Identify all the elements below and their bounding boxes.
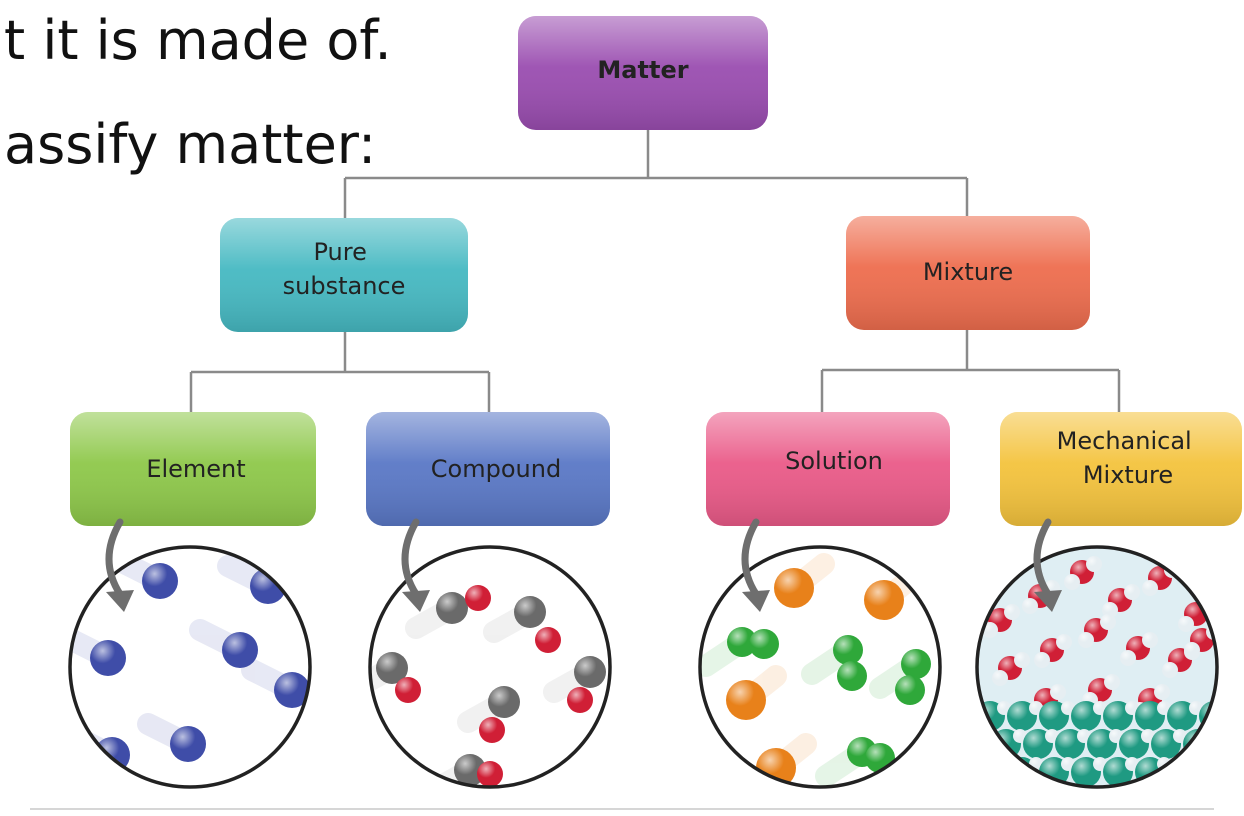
node-pure-substance-label-line-2: substance <box>283 272 406 300</box>
node-pure-substance-label-line-1: Pure <box>313 238 366 266</box>
teal-atom <box>1215 729 1217 759</box>
node-compound-label: Compound <box>431 455 561 483</box>
compound-particles-illustration <box>368 545 612 789</box>
node-pure-substance: Pure substance <box>220 218 468 332</box>
particle-circle-background <box>70 547 310 787</box>
mechanical-mixture-particles-illustration <box>975 545 1244 789</box>
hydrogen-atom <box>1221 757 1235 771</box>
node-element-label: Element <box>146 455 245 483</box>
node-mechanical-mixture-label-line-1: Mechanical <box>1057 427 1192 455</box>
node-compound: Compound <box>366 412 610 526</box>
node-mixture: Mixture <box>846 216 1090 330</box>
node-element: Element <box>70 412 316 526</box>
node-matter-label: Matter <box>597 56 688 84</box>
hydrogen-atom <box>1189 757 1203 771</box>
particle-circle-outline <box>975 545 1219 789</box>
node-mechanical-mixture: Mechanical Mixture <box>1000 412 1242 526</box>
connector-lines <box>189 130 1121 412</box>
node-mixture-label: Mixture <box>923 258 1013 286</box>
hydrogen-atom <box>1205 729 1217 743</box>
teal-atom <box>1199 757 1217 787</box>
teal-atom <box>977 757 1005 787</box>
node-solution: Solution <box>706 412 950 526</box>
arrow-compound <box>401 518 420 598</box>
bottom-divider <box>30 808 1214 810</box>
particle-circle-outline <box>68 545 312 789</box>
node-solution-label: Solution <box>785 447 883 475</box>
particle-circle-outline <box>368 545 612 789</box>
arrow-solution <box>741 518 760 598</box>
node-mechanical-mixture-label-line-2: Mixture <box>1083 461 1173 489</box>
particle-circle-outline <box>698 545 942 789</box>
hydrogen-atom <box>1237 729 1244 743</box>
hydrogen-atom <box>997 757 1011 771</box>
arrow-mechanical <box>1033 518 1052 598</box>
pointer-arrowheads <box>106 590 1062 612</box>
element-particles-illustration <box>68 545 312 789</box>
node-pure-substance-label: Pure substance <box>283 238 406 300</box>
pointer-arrows <box>105 518 1052 598</box>
slide-text-line-2: assify matter: <box>4 113 377 176</box>
particle-circle-background <box>370 547 610 787</box>
arrow-element <box>105 518 124 598</box>
slide-text-line-1: t it is made of. <box>4 9 392 72</box>
solution-particles-illustration <box>698 545 942 789</box>
node-matter: Matter <box>518 16 768 130</box>
node-mechanical-mixture-label: Mechanical Mixture <box>1057 427 1200 489</box>
hydrogen-atom <box>1221 701 1235 715</box>
